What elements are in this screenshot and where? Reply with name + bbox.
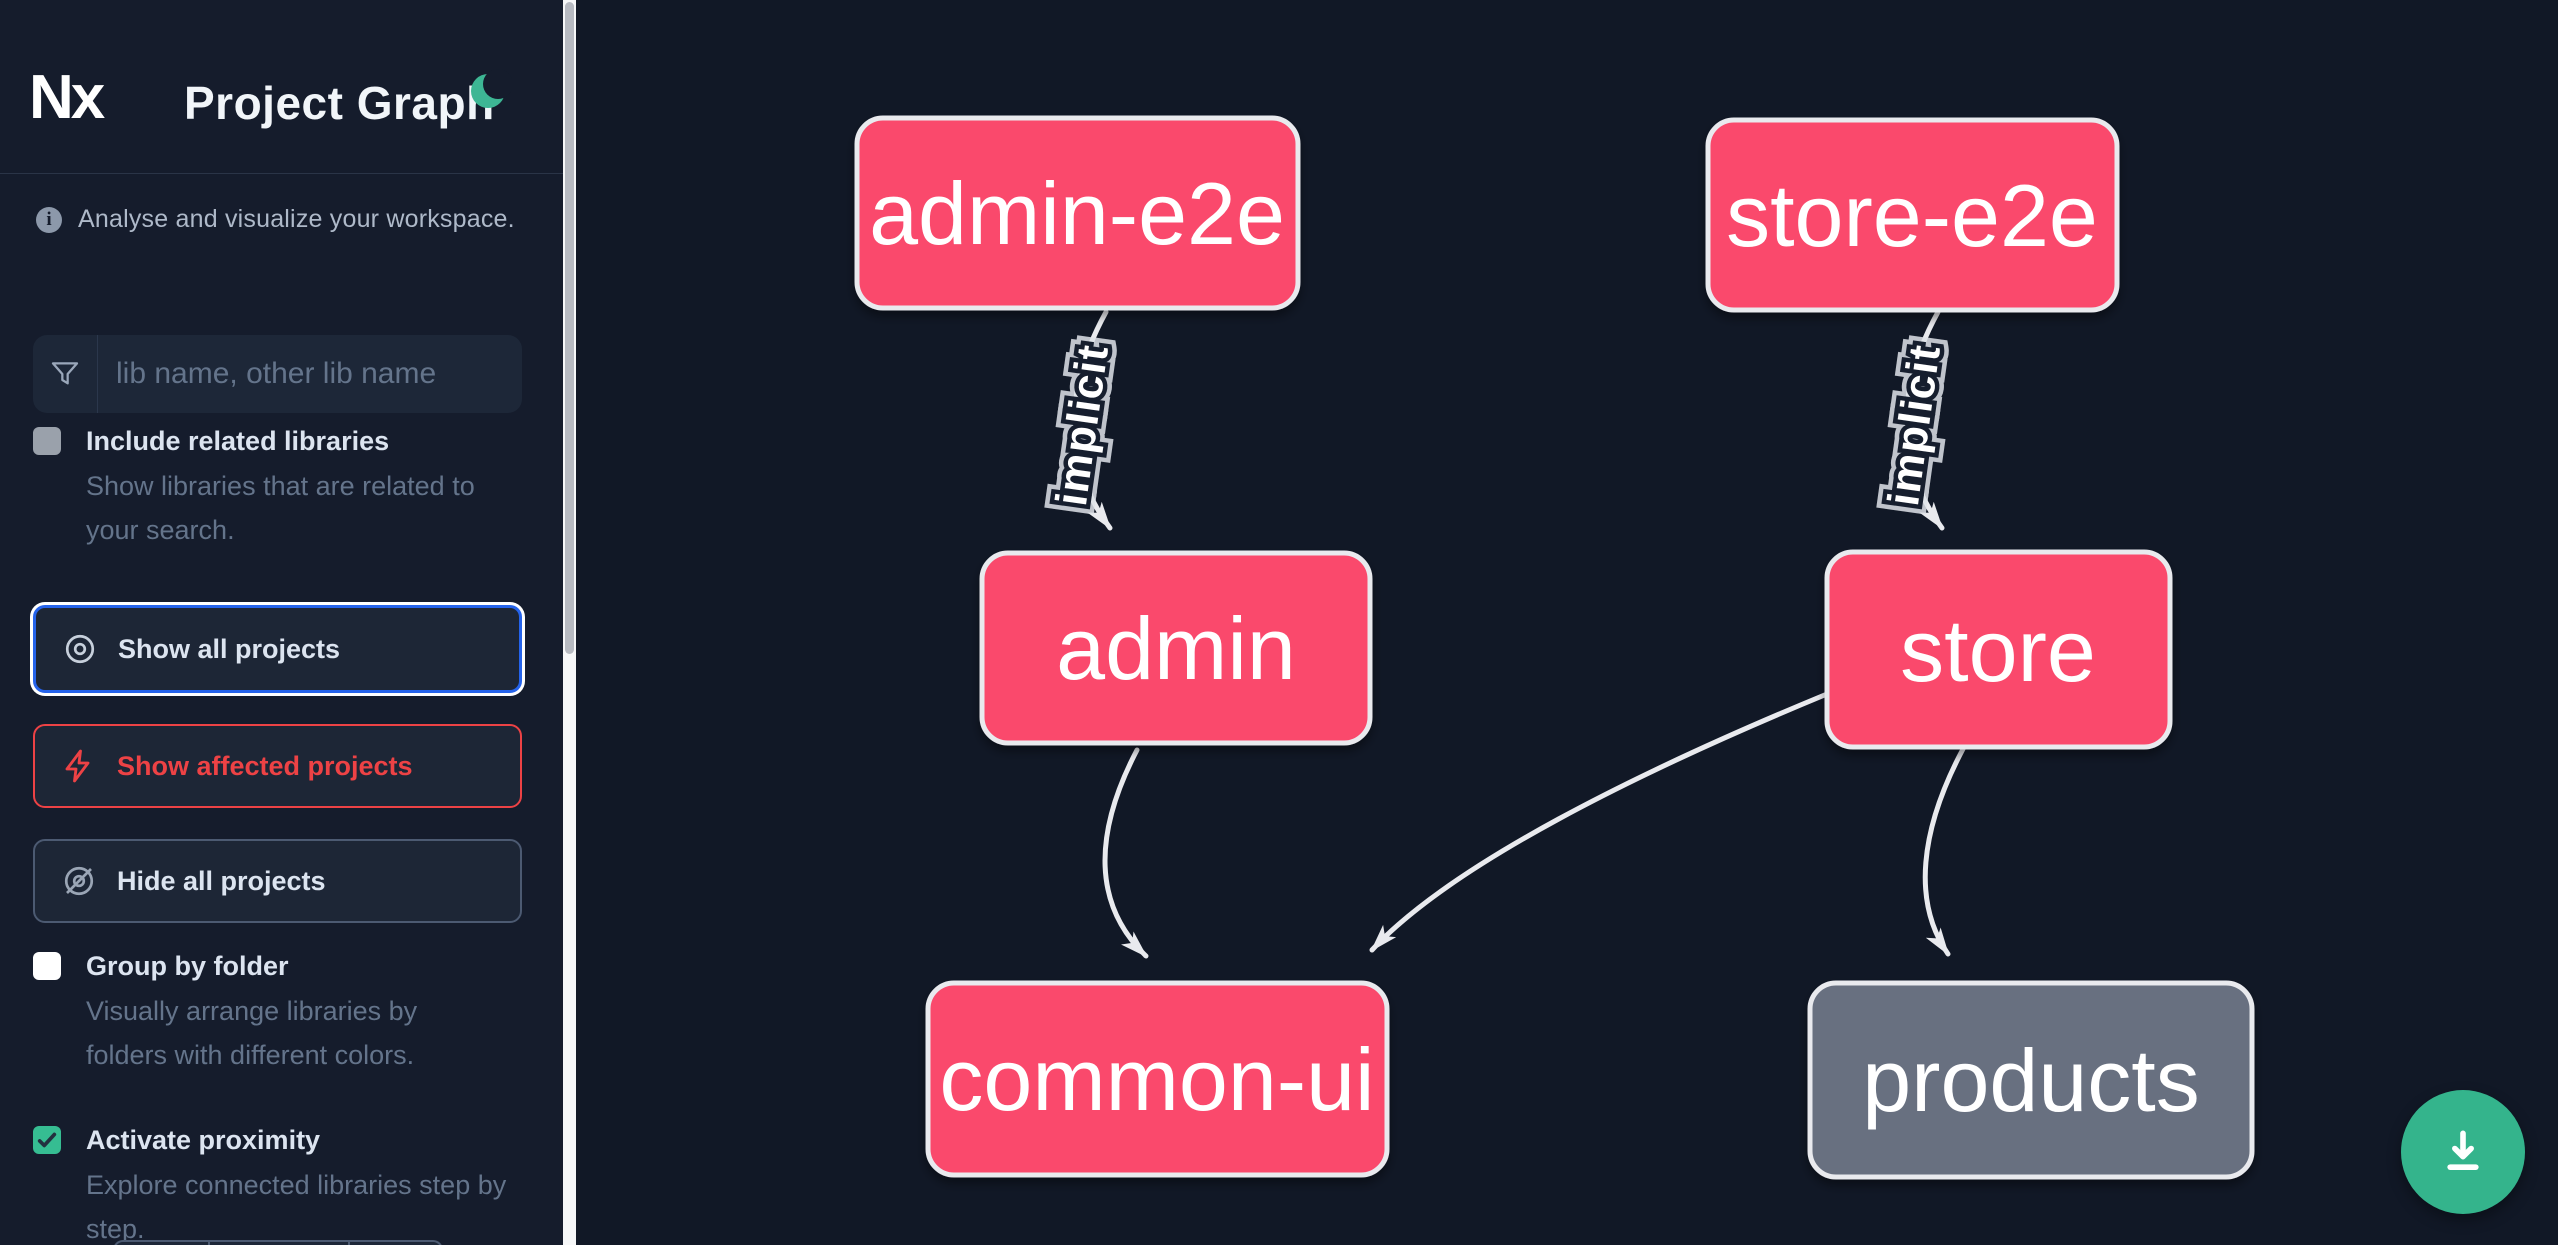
edge-store-e2e-to-store[interactable]	[1903, 309, 1945, 531]
svg-text:admin-e2e: admin-e2e	[869, 164, 1285, 263]
workspace-tagline-row: i Analyse and visualize your workspace.	[36, 205, 515, 234]
page-title: Project Graph	[184, 77, 495, 129]
proximity-depth-stepper[interactable]	[113, 1240, 443, 1245]
activate-proximity-checkbox[interactable]	[33, 1126, 61, 1154]
button-label: Hide all projects	[117, 865, 326, 896]
theme-toggle-button[interactable]	[468, 68, 513, 112]
svg-text:store: store	[1900, 601, 2096, 700]
node-store[interactable]: store	[1824, 549, 2173, 750]
node-products[interactable]: products	[1807, 980, 2255, 1180]
option-label: Include related libraries	[86, 426, 390, 456]
edge-store-to-products[interactable]	[1922, 746, 1966, 957]
workspace-tagline: Analyse and visualize your workspace.	[78, 205, 515, 233]
svg-text:common-ui: common-ui	[939, 1030, 1374, 1129]
download-icon	[2447, 1130, 2479, 1170]
sidebar: Nx Project Graph i Analyse and visualize…	[0, 0, 563, 1245]
hide-all-projects-button[interactable]: Hide all projects	[33, 839, 522, 923]
sidebar-header: Nx Project Graph	[0, 0, 563, 174]
group-by-folder-checkbox[interactable]	[33, 952, 61, 980]
option-description: Show libraries that are related to your …	[86, 471, 475, 545]
nx-logo: Nx	[29, 63, 105, 132]
svg-text:products: products	[1862, 1031, 2200, 1130]
focus-projects-search[interactable]	[33, 335, 522, 413]
include-related-checkbox[interactable]	[33, 427, 61, 455]
option-description: Explore connected libraries step by step…	[86, 1170, 507, 1244]
info-icon: i	[36, 206, 62, 233]
show-all-projects-button[interactable]: Show all projects	[33, 605, 522, 693]
option-include-related: Include related libraries Show libraries…	[33, 424, 518, 552]
edge-admin-e2e-to-admin[interactable]	[1071, 309, 1113, 531]
node-admin-e2e[interactable]: admin-e2e	[854, 115, 1301, 311]
edge-store-to-common-ui[interactable]	[1369, 691, 1830, 953]
check-icon	[37, 1132, 57, 1148]
eye-icon	[62, 631, 98, 667]
edge-label-implicit: implicit implicit	[1870, 332, 1959, 517]
option-description: Visually arrange libraries by folders wi…	[86, 996, 418, 1070]
project-graph-canvas[interactable]: implicit implicit implicit implicit admi…	[576, 0, 2558, 1245]
stepper-divider	[208, 1242, 210, 1245]
search-input[interactable]	[98, 335, 522, 413]
edge-admin-to-common-ui[interactable]	[1102, 747, 1149, 959]
graph-svg: implicit implicit implicit implicit admi…	[854, 115, 2255, 1180]
node-common-ui[interactable]: common-ui	[925, 980, 1390, 1178]
scrollbar-thumb[interactable]	[565, 2, 574, 654]
funnel-icon	[33, 335, 98, 413]
download-image-button[interactable]	[2401, 1090, 2525, 1214]
node-store-e2e[interactable]: store-e2e	[1705, 117, 2120, 313]
svg-text:implicit: implicit	[1047, 341, 1118, 508]
moon-icon	[471, 69, 513, 108]
option-label: Group by folder	[86, 951, 289, 981]
edge-label-implicit: implicit implicit	[1038, 332, 1127, 517]
button-label: Show all projects	[118, 633, 341, 664]
show-affected-projects-button[interactable]: Show affected projects	[33, 724, 522, 808]
option-activate-proximity: Activate proximity Explore connected lib…	[33, 1123, 516, 1245]
option-group-by-folder: Group by folder Visually arrange librari…	[33, 949, 478, 1077]
svg-text:admin: admin	[1056, 599, 1296, 698]
node-admin[interactable]: admin	[979, 550, 1373, 746]
svg-text:store-e2e: store-e2e	[1726, 166, 2098, 265]
option-label: Activate proximity	[86, 1125, 321, 1155]
eye-off-icon	[61, 863, 97, 899]
stepper-divider	[348, 1242, 350, 1245]
button-label: Show affected projects	[117, 750, 413, 781]
bolt-icon	[61, 748, 97, 784]
svg-text:implicit: implicit	[1879, 341, 1950, 508]
sidebar-scrollbar[interactable]	[563, 0, 576, 1245]
